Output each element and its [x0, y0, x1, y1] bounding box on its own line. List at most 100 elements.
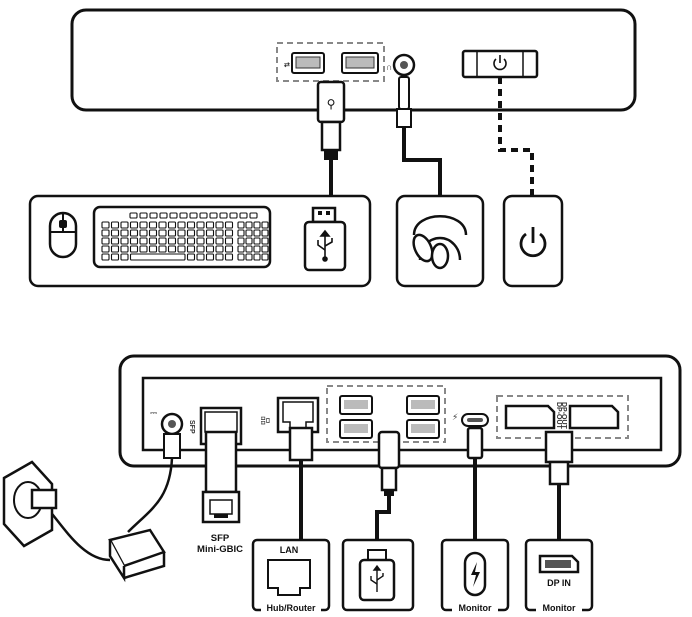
- keyboard-key: [139, 229, 148, 237]
- keyboard-key: [196, 245, 205, 253]
- keyboard-key: [253, 245, 261, 253]
- keyboard-key: [101, 253, 110, 261]
- keyboard-key: [237, 253, 245, 261]
- rear-usb-cable: [375, 430, 401, 540]
- keyboard-key: [261, 237, 269, 245]
- keyboard-key: [245, 253, 253, 261]
- keyboard-key: [110, 237, 120, 245]
- wall-socket-icon: [2, 460, 58, 548]
- keyboard-key: [261, 221, 269, 229]
- power-link-dashed: [498, 77, 534, 196]
- keyboard-key: [245, 237, 253, 245]
- keyboard-key: [148, 229, 158, 237]
- keyboard-key: [224, 237, 234, 245]
- keyboard-key: [189, 212, 198, 219]
- power-button: [461, 49, 539, 79]
- keyboard-key: [199, 212, 208, 219]
- dp-group: [496, 395, 629, 439]
- thunderbolt-icon: ⚡: [452, 412, 458, 422]
- rear-panel-section: ⎓ SFP 品 ⚡: [2, 354, 682, 614]
- keyboard-key: [224, 221, 234, 229]
- keyboard-key: [249, 212, 258, 219]
- dp-in-label: DP IN: [547, 578, 571, 588]
- keyboard-key: [186, 253, 196, 261]
- keyboard-key: [196, 221, 205, 229]
- keyboard-key: [205, 229, 215, 237]
- dc-in-port: ⎓: [150, 408, 184, 436]
- mouse-icon: [48, 211, 78, 259]
- keyboard-key: [219, 212, 228, 219]
- keyboard-key: [205, 253, 215, 261]
- keyboard-key: [148, 245, 158, 253]
- keyboard-key: [120, 221, 129, 229]
- keyboard-key: [245, 245, 253, 253]
- lan-label: LAN: [280, 545, 299, 555]
- monitor-dp-label: Monitor: [543, 603, 576, 613]
- power-icon: [519, 227, 547, 258]
- usb-icon: [370, 564, 384, 592]
- keyboard-key: [186, 221, 196, 229]
- typec-cable: [466, 426, 484, 540]
- keyboard-key: [253, 253, 261, 261]
- keyboard-key: [224, 245, 234, 253]
- keyboard-key: [139, 221, 148, 229]
- keyboard-key: [186, 237, 196, 245]
- front-usb-group: [276, 42, 385, 82]
- keyboard-key: [177, 229, 186, 237]
- sfp-module: SFP Mini-GBIC: [197, 430, 243, 555]
- keyboard-icon: [92, 205, 272, 269]
- keyboard-key: [224, 253, 234, 261]
- keyboard-key: [167, 221, 177, 229]
- keyboard-key: [110, 229, 120, 237]
- lan-cable: [288, 426, 314, 540]
- keyboard-key: [129, 229, 139, 237]
- keyboard-key: [120, 229, 129, 237]
- keyboard-key: [215, 237, 224, 245]
- keyboard-key: [120, 253, 129, 261]
- keyboard-key: [158, 221, 167, 229]
- keyboard-key: [229, 212, 238, 219]
- keyboard-key: [186, 229, 196, 237]
- audio-jack: ∩: [386, 53, 416, 77]
- dp-out-1-port: DP-OUT 1: [560, 402, 620, 435]
- keyboard-key: [261, 245, 269, 253]
- keyboard-key: [110, 245, 120, 253]
- keyboard-key: [110, 253, 120, 261]
- keyboard-key: [186, 245, 196, 253]
- keyboard-key: [245, 229, 253, 237]
- dc-in-icon: ⎓: [150, 408, 157, 418]
- power-icon: [493, 55, 507, 71]
- keyboard-key: [167, 237, 177, 245]
- keyboard-key: [196, 229, 205, 237]
- keyboard-key: [239, 212, 248, 219]
- keyboard-key: [158, 245, 167, 253]
- keyboard-key: [139, 245, 148, 253]
- keyboard-key: [179, 212, 188, 219]
- keyboard-key: [139, 212, 148, 219]
- keyboard-key: [110, 221, 120, 229]
- usb-stick-icon: [358, 549, 396, 602]
- keyboard-key: [149, 212, 158, 219]
- usb-icon: ⇄: [284, 61, 290, 69]
- dp-out-2-label: DP-OUT 2: [555, 402, 562, 435]
- svg-text:⚲: ⚲: [327, 97, 336, 111]
- keyboard-key: [129, 253, 186, 261]
- keyboard-key: [261, 229, 269, 237]
- keyboard-key: [237, 245, 245, 253]
- front-panel-section: ⇄ ∩ ⚲: [28, 8, 637, 288]
- hub-router-label: Hub/Router: [267, 603, 316, 613]
- hub-router-label-bg: [261, 600, 321, 614]
- headphones-icon: [412, 215, 468, 270]
- keyboard-key: [129, 237, 139, 245]
- keyboard-key: [215, 221, 224, 229]
- keyboard-key: [120, 245, 129, 253]
- power-adapter-icon: [108, 528, 166, 583]
- keyboard-key: [101, 237, 110, 245]
- keyboard-key: [139, 237, 148, 245]
- front-usb-port-1: ⇄: [284, 52, 325, 74]
- keyboard-key: [237, 221, 245, 229]
- sfp-port-label: SFP: [188, 420, 195, 434]
- monitor-dp-label-bg: [536, 600, 582, 614]
- keyboard-key: [215, 245, 224, 253]
- keyboard-key: [237, 229, 245, 237]
